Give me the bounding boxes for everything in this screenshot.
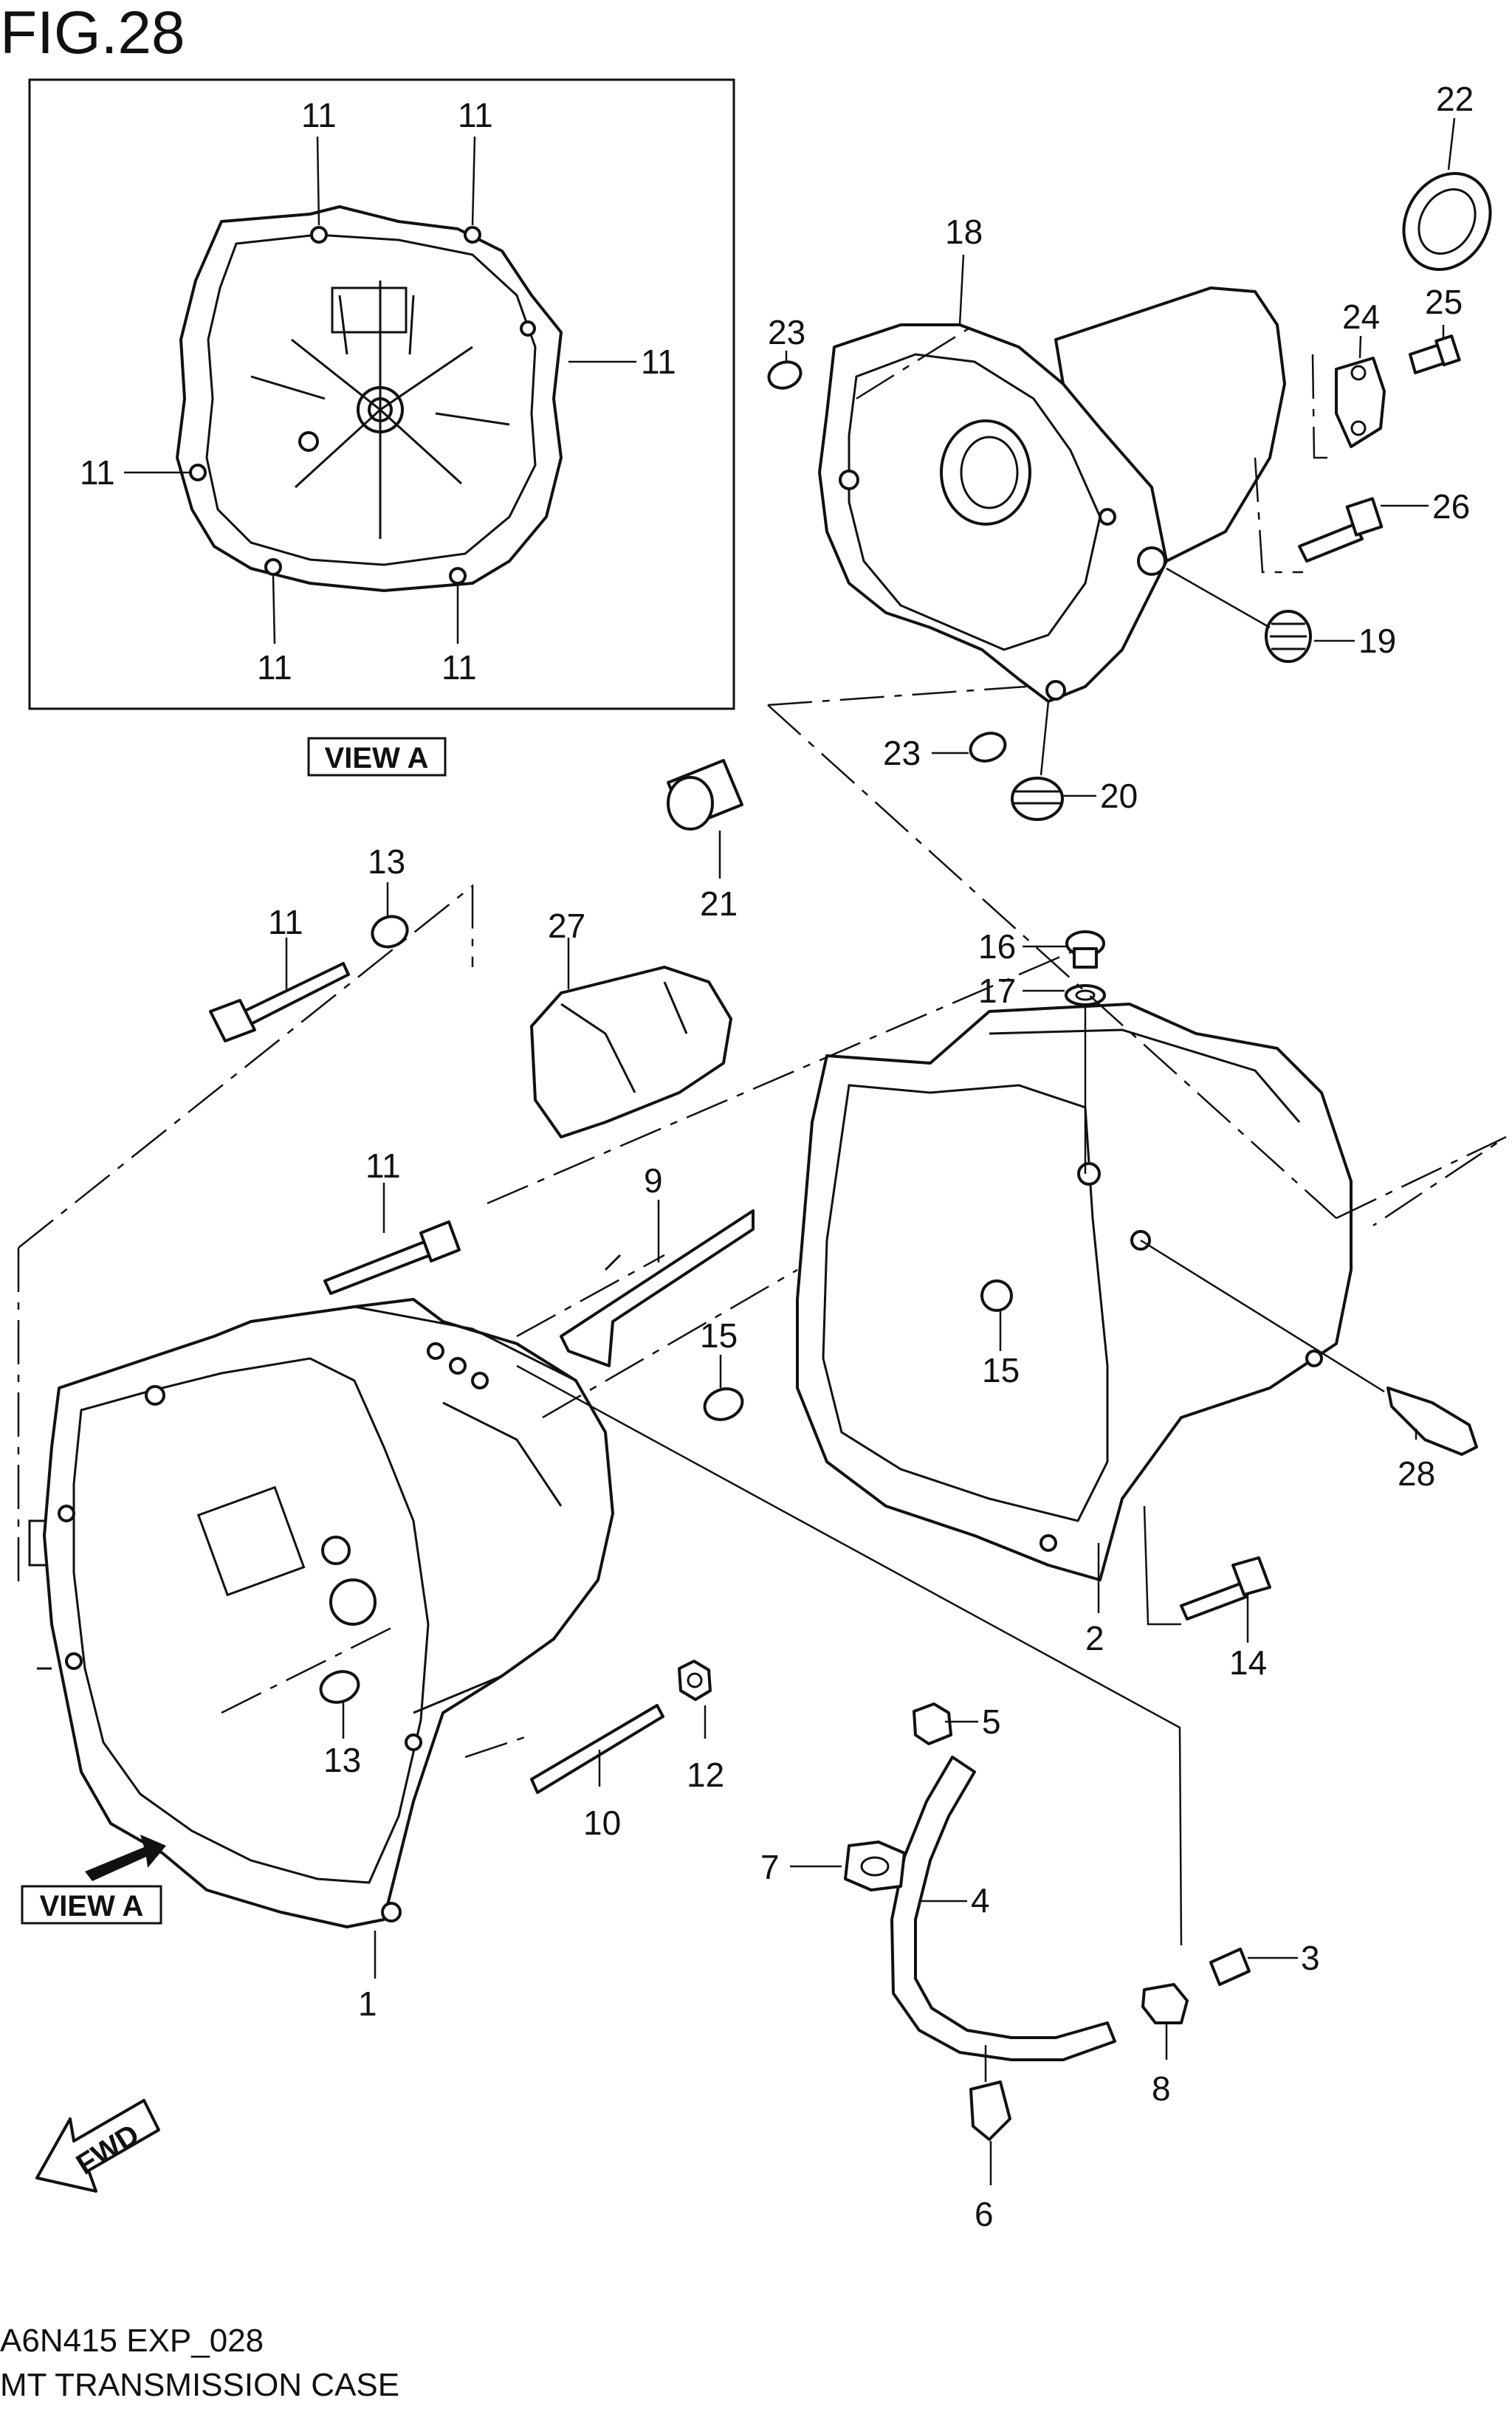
breather-hose: [890, 1756, 1116, 2061]
bolt: [323, 1220, 461, 1295]
callout-20: 20: [1100, 777, 1138, 815]
callout-15: 15: [982, 1351, 1020, 1389]
callout-14: 14: [1229, 1643, 1267, 1682]
callout-11: 11: [458, 96, 493, 134]
extension-housing: [818, 286, 1286, 703]
callout-17: 17: [978, 972, 1016, 1010]
callout-11: 11: [257, 648, 292, 687]
plug: [1011, 777, 1064, 821]
callout-13: 13: [368, 842, 405, 881]
rubber-grommet: [1265, 610, 1312, 663]
callout-11: 11: [441, 648, 477, 687]
callout-15: 15: [700, 1316, 738, 1355]
callout-10: 10: [583, 1804, 621, 1842]
bolt: [1409, 334, 1461, 374]
bolt: [209, 962, 350, 1042]
svg-text:VIEW A: VIEW A: [325, 742, 429, 774]
callout-11: 11: [641, 343, 676, 381]
fwd-arrow-icon: FWD: [35, 2099, 160, 2193]
view-a-inset-frame: [28, 78, 735, 710]
bracket: [560, 1209, 755, 1367]
dowel-pin: [767, 360, 803, 390]
callout-6: 6: [975, 2195, 994, 2233]
callout-12: 12: [687, 1756, 724, 1794]
inset-callouts: [124, 136, 636, 645]
drain-plug: [1065, 930, 1105, 969]
hose-clip: [1141, 1983, 1189, 2024]
oil-seal: [1402, 172, 1492, 271]
callout-23: 23: [768, 313, 805, 351]
hose-bracket: [969, 2080, 1011, 2141]
callout-11: 11: [301, 96, 337, 134]
view-a-label: VIEW A: [307, 737, 447, 777]
breather-cap: [913, 1702, 952, 1745]
callout-16: 16: [978, 927, 1016, 966]
gasket-washer: [1065, 984, 1106, 1006]
view-a-arrow-label: VIEW A: [21, 1885, 162, 1925]
clutch-housing: [28, 1298, 614, 1928]
callout-25: 25: [1425, 283, 1463, 321]
callout-24: 24: [1342, 298, 1380, 336]
inset-housing-face: [176, 205, 563, 592]
callout-11: 11: [365, 1147, 401, 1185]
figure-title: FIG.28: [0, 0, 185, 66]
callout-3: 3: [1301, 1939, 1320, 1977]
bolt: [1298, 497, 1384, 563]
callout-28: 28: [1398, 1454, 1435, 1493]
callout-8: 8: [1152, 2069, 1171, 2108]
large-plug: [667, 759, 743, 831]
dowel-pin: [703, 1387, 744, 1421]
view-a-arrow: [85, 1835, 166, 1881]
callout-7: 7: [760, 1848, 780, 1886]
release-cover: [530, 966, 732, 1138]
bolt: [1180, 1556, 1271, 1621]
callout-27: 27: [548, 907, 585, 945]
callout-2: 2: [1085, 1619, 1104, 1657]
back-up-light-switch: [1386, 1386, 1478, 1456]
figure-code: A6N415 EXP_028: [0, 2323, 264, 2359]
callout-5: 5: [982, 1702, 1001, 1741]
callout-22: 22: [1436, 80, 1474, 118]
transmission-case: [796, 1003, 1353, 1581]
callout-21: 21: [700, 884, 738, 923]
callout-26: 26: [1432, 487, 1470, 526]
flange-nut: [678, 1660, 712, 1701]
callout-11: 11: [268, 903, 303, 941]
hose-clip: [844, 1841, 906, 1891]
stud-bolt: [530, 1704, 664, 1794]
dowel-pin: [371, 915, 409, 949]
callout-1: 1: [358, 1984, 377, 2023]
dowel-pin: [969, 732, 1007, 763]
dowel-pin: [319, 1670, 360, 1704]
callout-23: 23: [883, 734, 921, 772]
callout-19: 19: [1358, 622, 1396, 660]
callout-4: 4: [971, 1881, 990, 1920]
callout-11: 11: [80, 453, 115, 492]
cover-plate: [1335, 357, 1386, 448]
callout-13: 13: [323, 1741, 361, 1779]
svg-text:VIEW A: VIEW A: [40, 1890, 144, 1922]
callout-18: 18: [945, 213, 983, 251]
assembly-reference-lines: [17, 323, 1507, 1759]
figure-name: MT TRANSMISSION CASE: [0, 2367, 399, 2403]
breather-pipe: [1209, 1948, 1251, 1986]
callout-9: 9: [644, 1161, 663, 1200]
